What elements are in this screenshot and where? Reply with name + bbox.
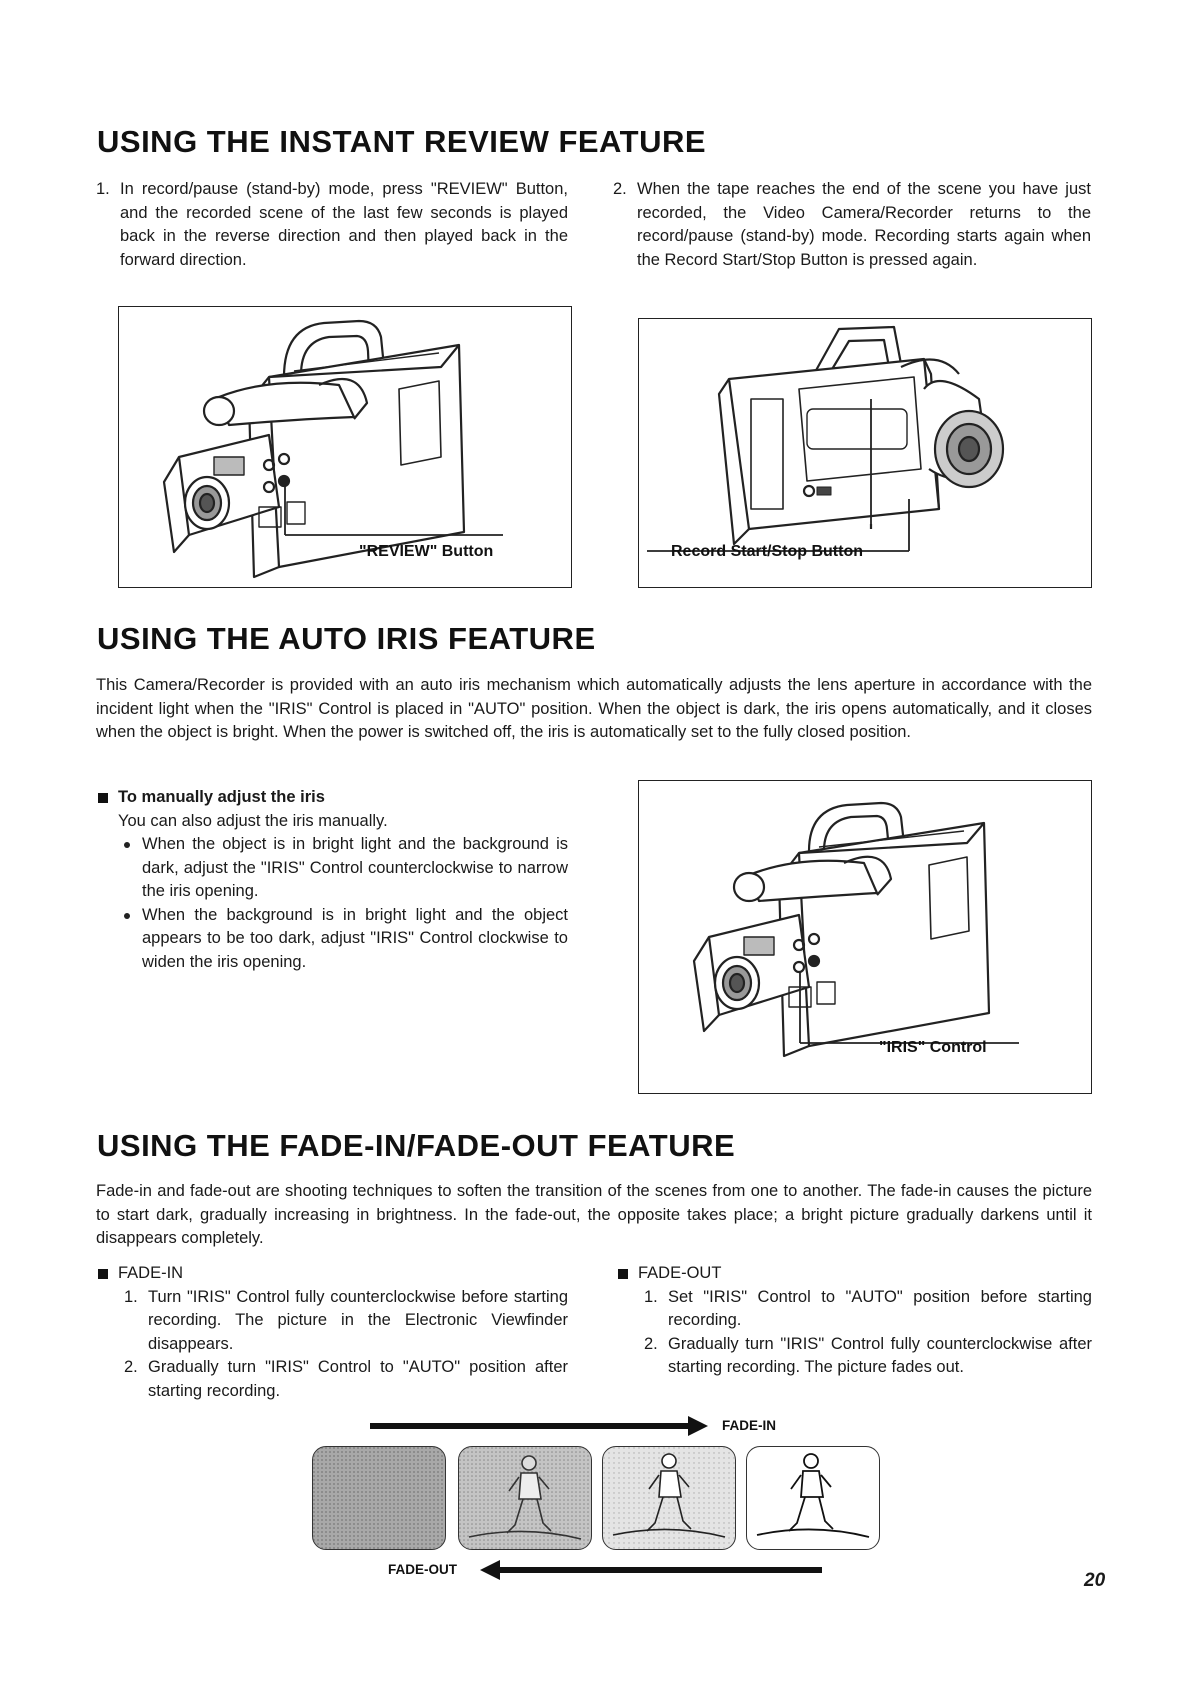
auto-iris-intro: This Camera/Recorder is provided with an… [96,676,1092,741]
step-text: Gradually turn "IRIS" Control fully coun… [668,1334,1092,1377]
step-text: In record/pause (stand-by) mode, press "… [120,180,568,269]
step-number: 1. [644,1287,658,1306]
section-title-auto-iris: USING THE AUTO IRIS FEATURE [97,621,596,656]
step-text: When the tape reaches the end of the sce… [637,180,1091,269]
camcorder-rear-illustration [647,325,1005,552]
iris-bullet-2: When the background is in bright light a… [118,904,568,975]
fade-in-arrow-label: FADE-IN [722,1418,776,1433]
fade-frame-medium-light [602,1446,736,1550]
iris-bullet-1: When the object is in bright light and t… [118,833,568,904]
figure-review-button: "REVIEW" Button [118,306,572,588]
fade-frame-dark [312,1446,446,1550]
fade-out-heading: FADE-OUT [616,1262,1092,1286]
review-step-1: 1. In record/pause (stand-by) mode, press… [96,178,568,272]
manual-iris-heading: To manually adjust the iris [96,786,568,810]
fade-frame-medium-dark [458,1446,592,1550]
figure-iris-control: "IRIS" Control [638,780,1092,1094]
manual-iris-intro: You can also adjust the iris manually. [118,811,388,830]
fade-frame-bright [746,1446,880,1550]
fade-in-step-2: 2. Gradually turn "IRIS" Control to "AUTO… [124,1356,568,1403]
fade-intro: Fade-in and fade-out are shooting techni… [96,1182,1092,1247]
section-title-fade: USING THE FADE-IN/FADE-OUT FEATURE [97,1128,736,1163]
fade-in-block: FADE-IN 1. Turn "IRIS" Control fully coun… [96,1262,568,1403]
review-step-2: 2. When the tape reaches the end of the s… [613,178,1091,272]
fade-in-arrow-icon [370,1416,708,1436]
fade-out-step-2: 2. Gradually turn "IRIS" Control fully co… [644,1333,1092,1380]
step-text: Set "IRIS" Control to "AUTO" position be… [668,1287,1092,1330]
manual-iris-block: To manually adjust the iris You can also… [96,786,568,974]
iris-control-label: "IRIS" Control [879,1039,987,1056]
step-text: Turn "IRIS" Control fully counterclockwi… [148,1287,568,1353]
step-number: 2. [613,180,627,198]
fade-in-heading: FADE-IN [96,1262,568,1286]
fade-in-step-1: 1. Turn "IRIS" Control fully counterclock… [124,1286,568,1357]
camcorder-iris-illustration [692,801,1019,1058]
step-number: 2. [124,1358,138,1376]
fade-out-block: FADE-OUT 1. Set "IRIS" Control to "AUTO" … [616,1262,1092,1380]
fade-out-step-1: 1. Set "IRIS" Control to "AUTO" position … [644,1286,1092,1333]
step-text: Gradually turn "IRIS" Control to "AUTO" … [148,1358,568,1400]
record-button-label: Record Start/Stop Button [671,543,863,560]
page-number: 20 [1084,1570,1106,1591]
review-button-label: "REVIEW" Button [359,543,494,560]
fade-out-arrow-icon [480,1560,822,1580]
step-number: 1. [124,1287,138,1306]
step-number: 1. [96,180,110,198]
section-title-instant-review: USING THE INSTANT REVIEW FEATURE [97,124,707,159]
fade-out-arrow-label: FADE-OUT [388,1562,457,1577]
figure-record-button: Record Start/Stop Button [638,318,1092,588]
step-number: 2. [644,1334,658,1353]
camcorder-illustration [162,319,503,579]
